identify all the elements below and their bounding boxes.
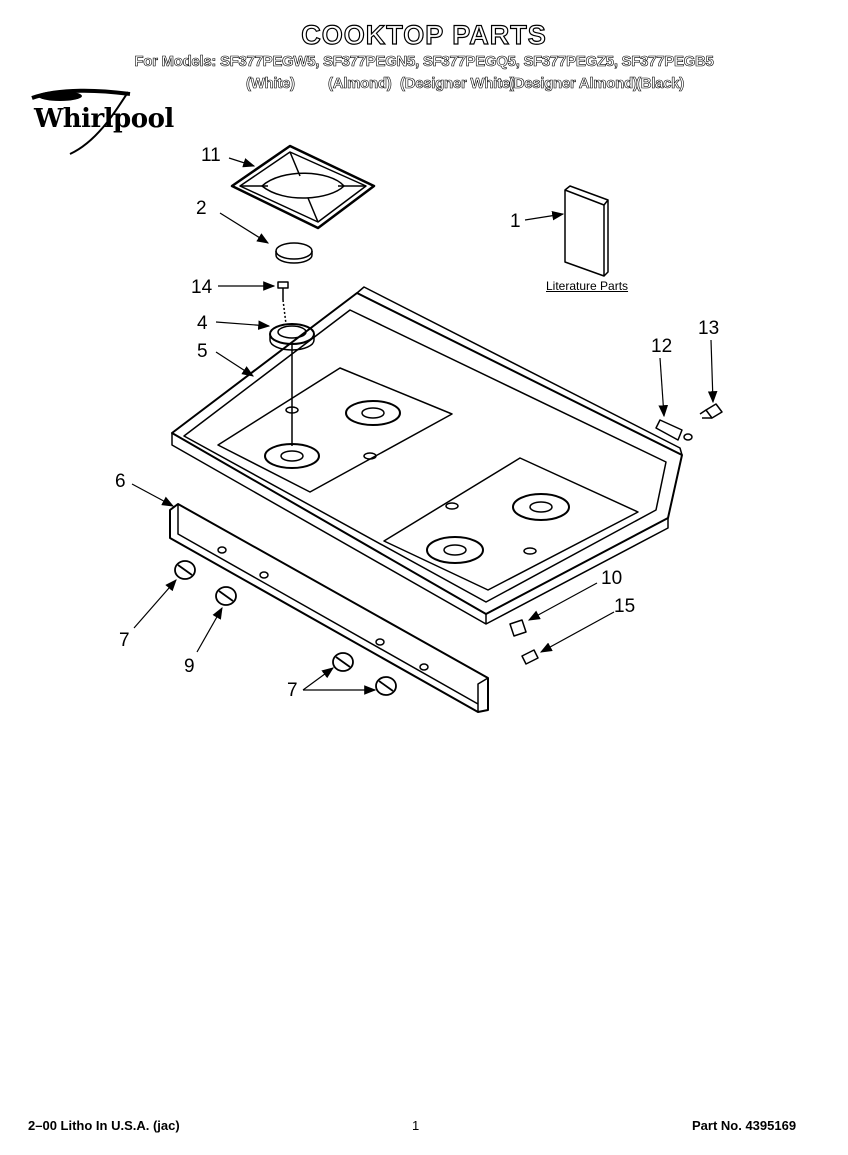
- control-panel-trim: [169, 503, 489, 713]
- color-designer-white: (Designer White): [400, 75, 515, 93]
- literature-parts-label: Literature Parts: [546, 279, 629, 293]
- callout-10: 10: [601, 568, 623, 589]
- burner-base: [269, 299, 315, 446]
- callout-6: 6: [115, 471, 126, 492]
- color-almond: (Almond): [328, 75, 392, 93]
- literature-parts-book: [564, 185, 609, 277]
- callout-14: 14: [191, 277, 213, 298]
- screw-15: [521, 649, 539, 665]
- page-number: 1: [412, 1118, 420, 1133]
- callout-7-bottom: 7: [287, 680, 298, 701]
- burner-cap: [275, 242, 313, 264]
- callout-9: 9: [184, 656, 195, 677]
- whirlpool-swoosh-logo: [31, 88, 131, 155]
- whirlpool-logo-text: Whirlpool: [34, 104, 174, 134]
- callout-arrows: [131, 157, 718, 695]
- callout-2: 2: [196, 198, 207, 219]
- litho-note: 2–00 Litho In U.S.A. (jac): [28, 1118, 180, 1133]
- screw-14: [277, 281, 289, 300]
- callout-5: 5: [197, 341, 208, 362]
- screw-13: [699, 403, 723, 419]
- callout-4: 4: [197, 313, 208, 334]
- callout-13: 13: [698, 318, 720, 339]
- color-black: (Black): [636, 75, 685, 93]
- bracket-12: [655, 419, 693, 441]
- callout-7-left: 7: [119, 630, 130, 651]
- cooktop-panel: [171, 286, 683, 625]
- color-white: (White): [246, 75, 296, 93]
- color-designer-almond: (Designer Almond): [509, 75, 638, 93]
- models-line: For Models: SF377PEGW5, SF377PEGN5, SF37…: [134, 53, 714, 71]
- clip-10: [509, 619, 527, 637]
- burner-grate: [230, 144, 376, 230]
- part-number: Part No. 4395169: [692, 1118, 797, 1133]
- callout-11: 11: [201, 145, 221, 166]
- page-title: COOKTOP PARTS: [301, 19, 547, 50]
- callout-15: 15: [614, 596, 636, 617]
- callout-1: 1: [510, 211, 521, 232]
- callout-12: 12: [651, 336, 673, 357]
- control-knobs: [174, 560, 397, 696]
